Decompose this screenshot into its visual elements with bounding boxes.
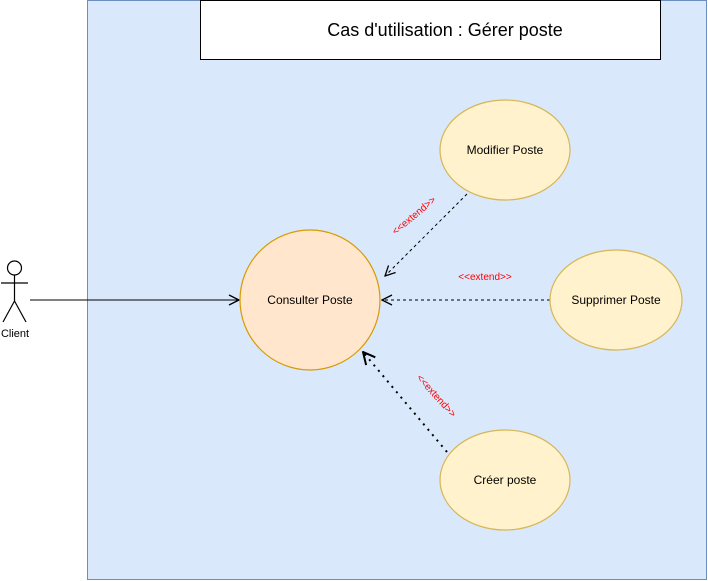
usecase-modifier-label: Modifier Poste [467, 143, 544, 157]
usecase-supprimer-label: Supprimer Poste [571, 293, 661, 307]
actor-right-leg [13, 300, 27, 323]
actor-left-leg [2, 300, 16, 323]
usecase-modifier-poste[interactable] [439, 99, 571, 201]
extend-label-supprimer: <<extend>> [458, 272, 512, 283]
actor-head [6, 260, 23, 276]
usecase-creer-label: Créer poste [474, 473, 537, 487]
actor-client[interactable] [1, 260, 28, 323]
actor-label: Client [1, 328, 29, 340]
extend-creer-consulter[interactable] [363, 352, 448, 453]
extend-modifier-consulter[interactable] [385, 193, 468, 276]
usecase-creer-poste[interactable] [439, 429, 571, 531]
diagram-title: Cas d'utilisation : Gérer poste [327, 20, 563, 40]
usecase-consulter-label: Consulter Poste [267, 293, 353, 307]
title-box[interactable] [200, 0, 661, 60]
usecase-supprimer-poste[interactable] [549, 249, 683, 351]
usecase-consulter-poste[interactable] [239, 229, 381, 371]
